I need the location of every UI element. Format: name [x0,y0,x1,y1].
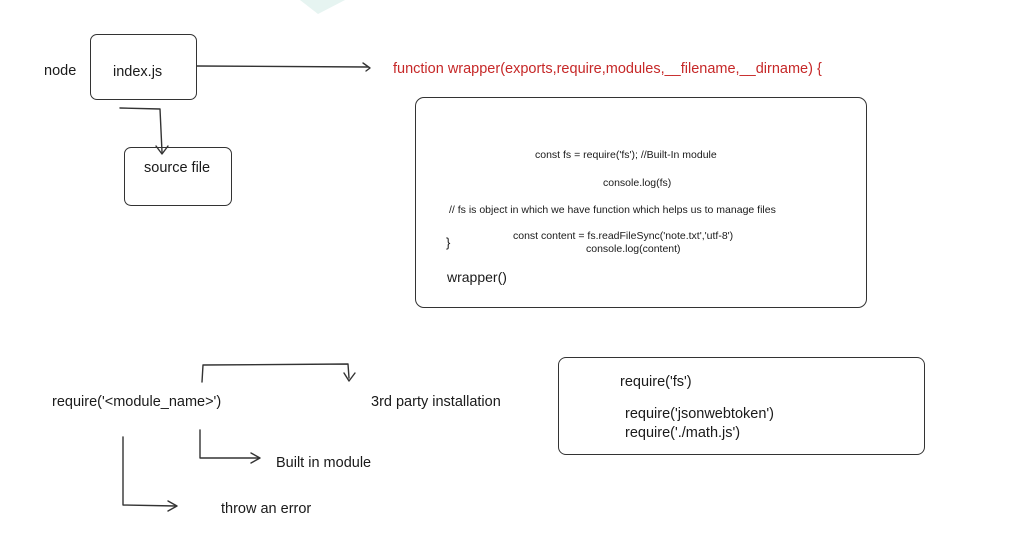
throw-error-label: throw an error [221,501,312,517]
code-line-comment: // fs is object in which we have functio… [449,204,776,216]
node-label: node [44,63,77,79]
closing-brace: } [446,235,451,250]
arrow-to-built-in [199,429,260,459]
wrapper-call: wrapper() [447,269,507,285]
code-line-console-content: console.log(content) [586,243,681,255]
code-line-read-file: const content = fs.readFileSync('note.tx… [513,230,734,242]
index-js-box: index.js [90,34,197,100]
arrow-to-wrapper [196,65,369,68]
built-in-label: Built in module [276,455,372,471]
code-line-fs-require: const fs = require('fs'); //Built-In mod… [535,149,717,161]
example-require-jsonwebtoken: require('jsonwebtoken') [625,406,775,422]
arrow-to-third-party [201,363,350,383]
wrapper-signature: function wrapper(exports,require,modules… [393,61,822,77]
arrow-to-error [122,436,177,507]
require-module-label: require('<module_name>') [52,394,222,410]
wrapper-body-box: const fs = require('fs'); //Built-In mod… [415,97,867,308]
source-file-box: source file [124,147,232,206]
third-party-label: 3rd party installation [371,394,501,410]
source-file-label: source file [144,160,211,176]
require-examples-box: require('fs') require('jsonwebtoken') re… [558,357,925,455]
index-js-label: index.js [113,64,163,80]
example-require-math: require('./math.js') [625,425,741,441]
example-require-fs: require('fs') [620,374,692,390]
arrow-to-source-file [119,107,163,153]
code-line-console-fs: console.log(fs) [603,177,672,189]
